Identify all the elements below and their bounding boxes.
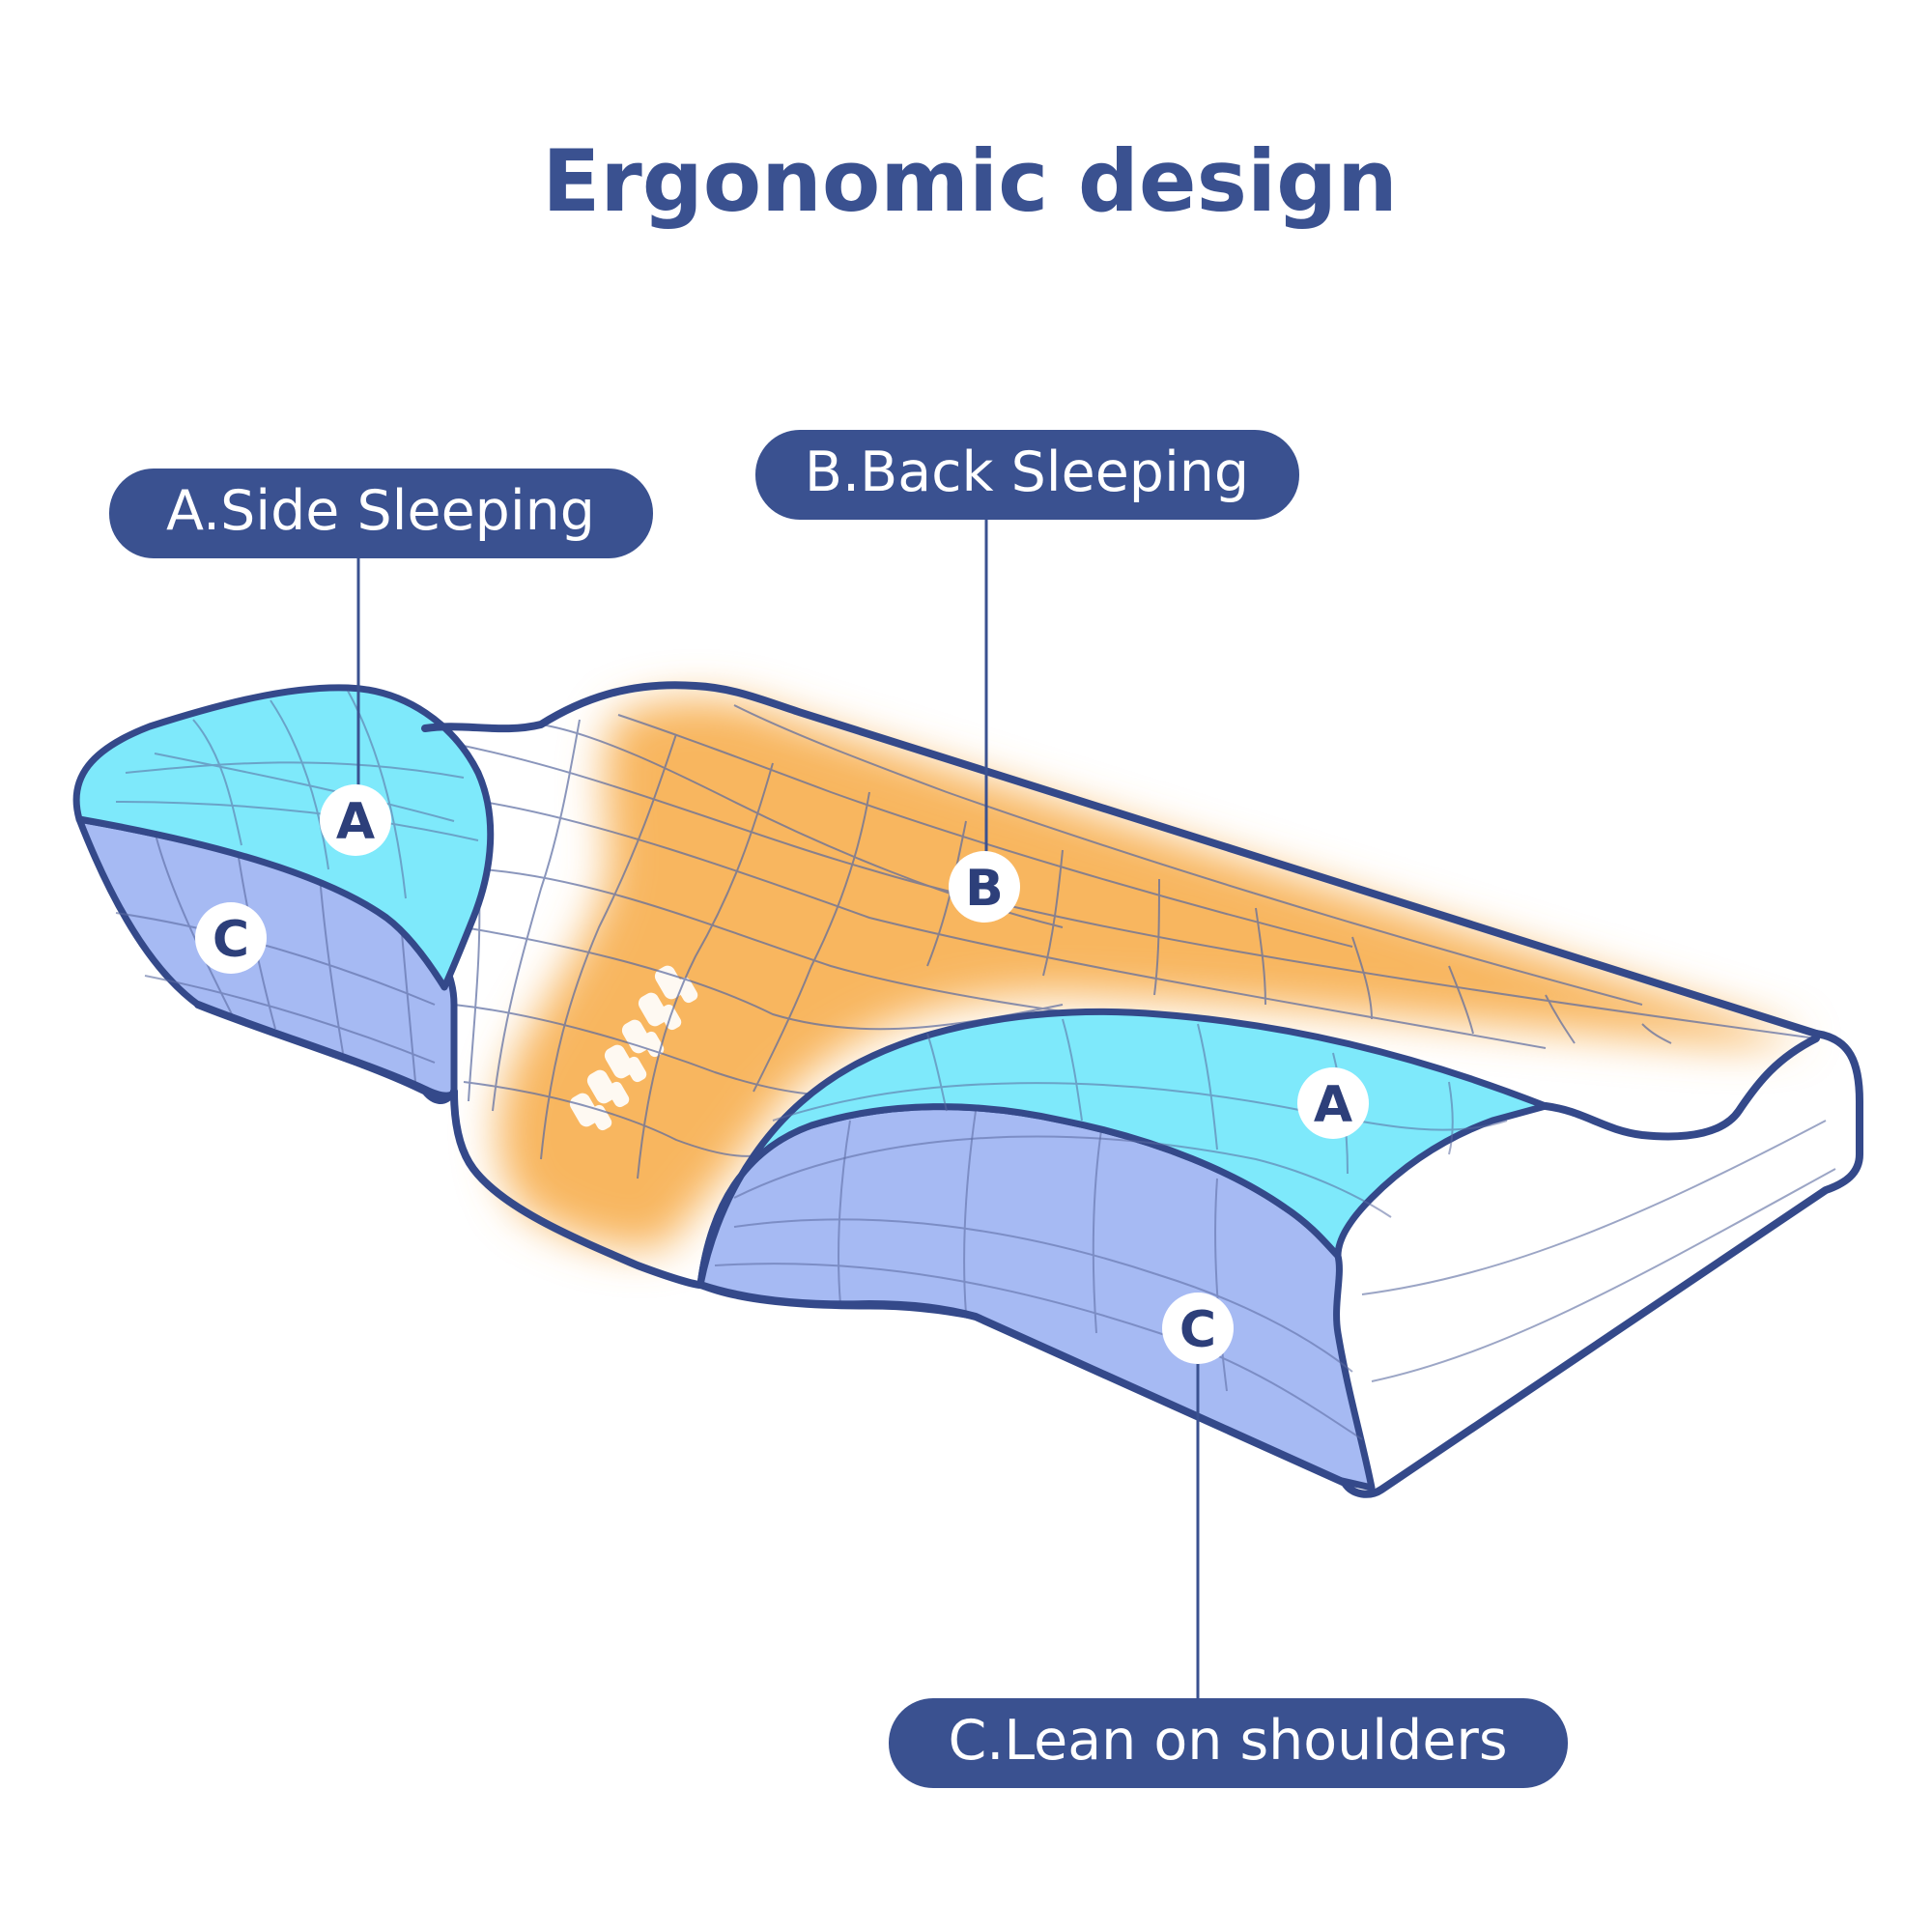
marker-a-left: A	[320, 784, 391, 856]
label-back-sleeping-text: B.Back Sleeping	[805, 440, 1249, 504]
label-lean-shoulders: C.Lean on shoulders	[889, 1698, 1568, 1788]
marker-c-right-text: C	[1179, 1301, 1216, 1359]
pillow-outline	[194, 681, 1863, 1498]
page-title: Ergonomic design	[542, 131, 1398, 231]
marker-c-right: C	[1162, 1293, 1234, 1364]
marker-c-left-text: C	[213, 911, 249, 969]
marker-a-right-text: A	[1314, 1076, 1352, 1134]
marker-a-left-text: A	[336, 793, 375, 851]
label-back-sleeping: B.Back Sleeping	[755, 430, 1299, 520]
marker-a-right: A	[1297, 1067, 1369, 1139]
left-shoulder-grid	[115, 830, 436, 1083]
callout-lines	[356, 517, 1200, 1700]
pillow-right-end	[1361, 1120, 1836, 1382]
label-lean-shoulders-text: C.Lean on shoulders	[948, 1709, 1507, 1773]
marker-b: B	[949, 851, 1020, 923]
label-side-sleeping-text: A.Side Sleeping	[166, 479, 595, 543]
back-sleeping-zone	[497, 698, 1806, 1249]
marker-c-left: C	[195, 902, 267, 974]
right-side-grid	[733, 1018, 1508, 1218]
right-shoulder-grid	[714, 1110, 1363, 1440]
spine-icon	[569, 965, 698, 1131]
marker-b-text: B	[965, 860, 1004, 918]
left-side-sleeping-zone	[72, 684, 495, 991]
label-side-sleeping: A.Side Sleeping	[109, 469, 653, 558]
